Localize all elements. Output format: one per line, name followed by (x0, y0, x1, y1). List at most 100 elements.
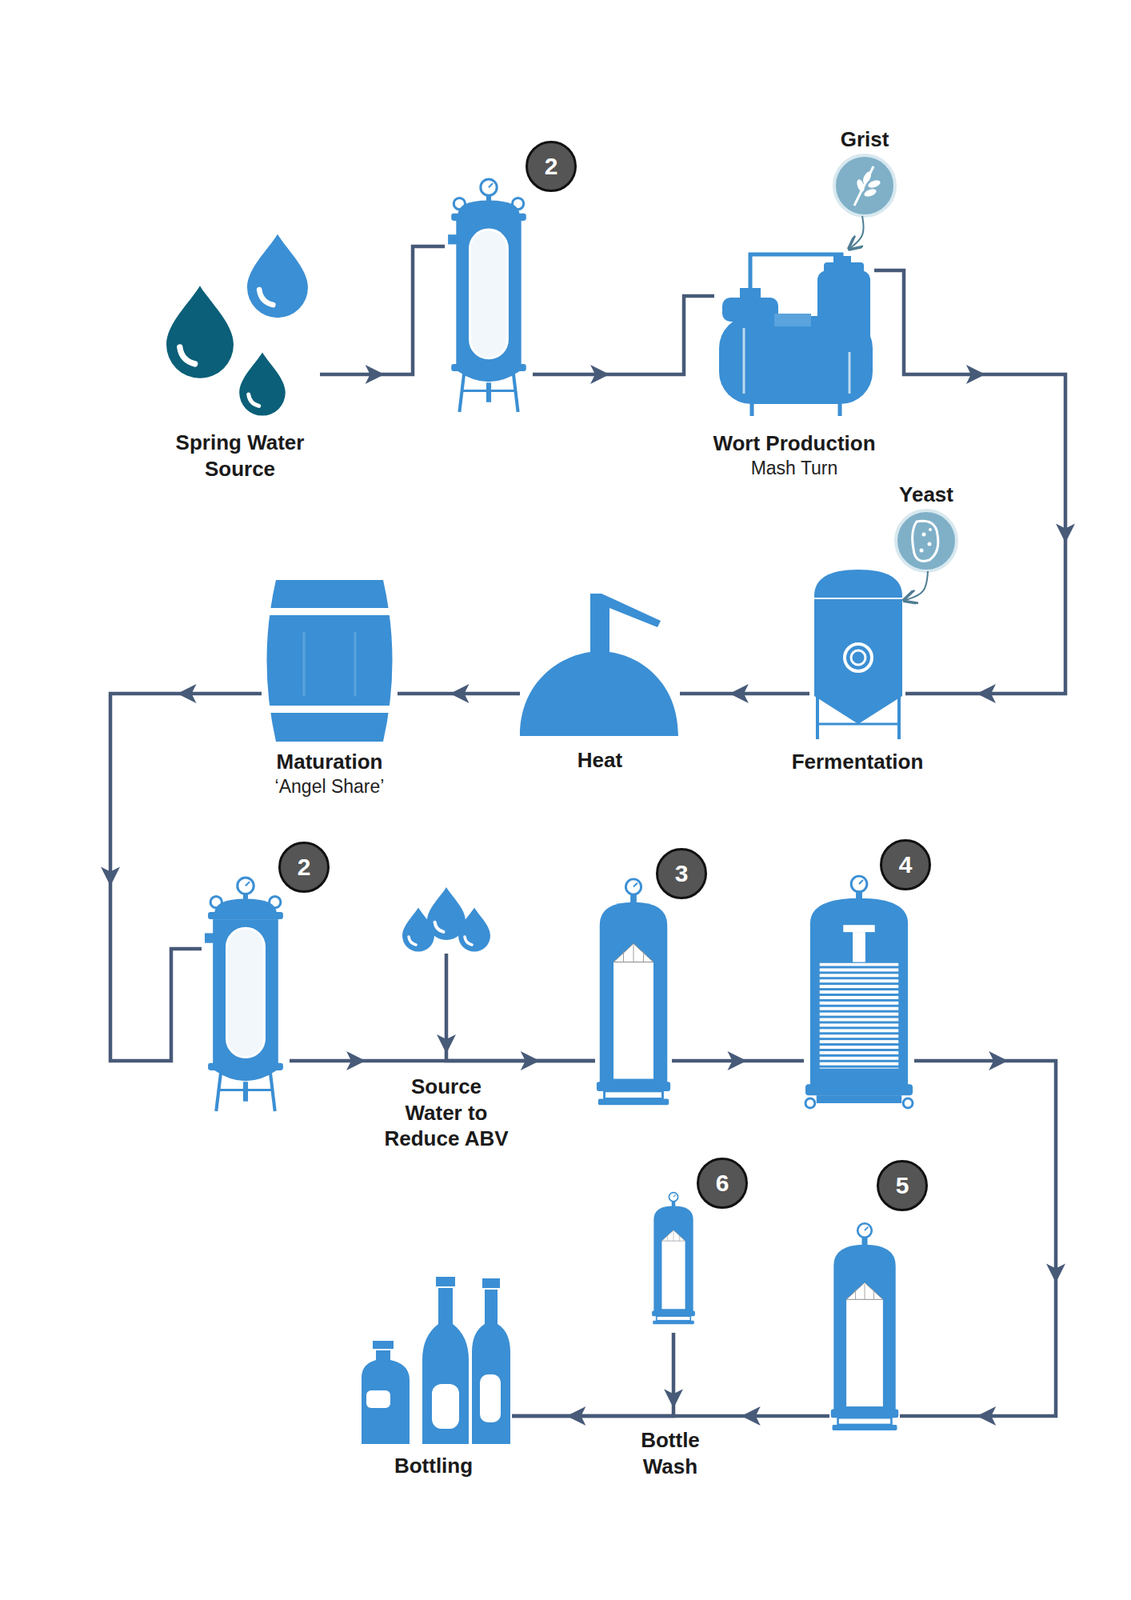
callout-badge: 4 (879, 839, 932, 891)
pipe-line (850, 215, 864, 248)
pipe-connector (397, 683, 520, 704)
flow-arrowhead (1046, 1262, 1066, 1283)
bottles (361, 1276, 511, 1444)
flow-arrowhead (590, 364, 610, 384)
stage-label: Yeast (899, 481, 954, 508)
stage-name: Wort Production (712, 430, 876, 457)
pipe-connector (532, 295, 715, 384)
process-stage: Heat (519, 591, 680, 738)
stage-name: Source Water to Reduce ABV (381, 1073, 512, 1152)
stage-name: Heat (577, 747, 623, 774)
flow-arrowhead (663, 1388, 684, 1408)
grist-icon (834, 155, 896, 216)
cartridge-filter (831, 1222, 899, 1431)
pipe-line (874, 270, 1066, 694)
process-stage: Fermentation (809, 566, 906, 741)
stage-name: Grist (840, 126, 890, 153)
filter-housing (447, 179, 527, 412)
process-stage: Yeast (895, 510, 957, 572)
stage-name: Maturation (275, 748, 385, 776)
process-stage: Bottling (355, 1273, 512, 1445)
filter-housing (204, 877, 284, 1112)
pipe-line (679, 691, 810, 696)
fermenter (814, 569, 903, 740)
flow-arrowhead (727, 1051, 748, 1071)
process-stage: Source Water to Reduce ABV (395, 876, 497, 954)
stage-label: Maturation‘Angel Share’ (275, 748, 385, 798)
process-stage: Grist (834, 155, 896, 216)
pot-still (519, 593, 679, 736)
process-stage: Maturation‘Angel Share’ (261, 577, 398, 743)
flow-arrowhead (177, 683, 197, 704)
pipe-line (319, 246, 445, 375)
cartridge-filter (596, 879, 671, 1105)
stage-name: Fermentation (791, 748, 924, 776)
callout-badge: 2 (525, 140, 577, 192)
pipe-line (532, 295, 715, 375)
pipe-connector (679, 683, 810, 704)
flow-arrowhead (100, 867, 120, 887)
stage-name: Bottling (394, 1452, 473, 1479)
pipe-connector (511, 1332, 684, 1416)
callout-badge: 6 (696, 1157, 748, 1209)
pipe-line (110, 693, 262, 1061)
yeast-icon (895, 510, 957, 572)
stage-note: ‘Angel Share’ (275, 775, 385, 799)
pipe-line (899, 1060, 1056, 1416)
callout-number: 2 (278, 841, 330, 893)
stage-label: Wort ProductionMash Turn (712, 430, 876, 480)
flow-arrowhead (436, 1034, 456, 1054)
pipe-connector (905, 571, 928, 600)
flow-arrowhead (976, 1406, 996, 1426)
plate-filter (805, 875, 913, 1108)
callout-number: 4 (879, 839, 932, 891)
mash-tun (719, 254, 873, 416)
stage-note: Mash Turn (712, 456, 876, 480)
pipe-connector (100, 683, 262, 1061)
process-stage: Spring Water Source (159, 231, 320, 419)
stage-label: Grist (840, 126, 890, 153)
pipe-line (905, 571, 928, 600)
stage-label: Source Water to Reduce ABV (381, 1073, 512, 1152)
filter-unit: 3 (595, 870, 672, 1116)
callout-number: 2 (525, 140, 577, 192)
pipe-connector (899, 1051, 1066, 1426)
pipe-connector (436, 953, 596, 1061)
filter-unit: 5 (829, 1206, 900, 1449)
cartridge-filter (651, 1192, 696, 1325)
flow-arrowhead (729, 683, 749, 704)
stage-name: Spring Water Source (167, 429, 312, 482)
flow-arrowhead (976, 683, 996, 704)
barrel (263, 579, 396, 742)
stage-label: Fermentation (791, 748, 924, 776)
pipe-connector (319, 246, 445, 384)
pipe-connector (850, 215, 864, 248)
spring-water-drops (166, 234, 308, 416)
flow-arrowhead (450, 683, 470, 704)
stage-name: Bottle Wash (630, 1426, 711, 1479)
source-water-drops (402, 887, 491, 952)
callout-number: 6 (696, 1157, 748, 1209)
stage-label: Spring Water Source (167, 429, 312, 482)
callout-badge: 2 (278, 841, 330, 893)
pipe-line (511, 1332, 674, 1416)
stage-label: Bottling (394, 1452, 473, 1479)
callout-badge: 3 (655, 847, 708, 900)
filter-unit: 4 (803, 870, 915, 1116)
pipe-connector (671, 1051, 804, 1071)
flow-arrowhead (966, 364, 986, 384)
flow-arrowhead (1055, 523, 1076, 544)
flow-arrowhead (346, 1051, 366, 1071)
stage-name: Yeast (899, 481, 954, 508)
flow-arrowhead (741, 1406, 761, 1426)
stage-label: Heat (577, 747, 623, 774)
pipe-line (446, 953, 596, 1061)
flow-arrowhead (988, 1051, 1008, 1071)
filter-unit: 6 (651, 1184, 696, 1333)
flow-arrowhead (365, 364, 385, 384)
callout-number: 3 (655, 847, 708, 900)
process-stage: Wort ProductionMash Turn (714, 247, 875, 416)
